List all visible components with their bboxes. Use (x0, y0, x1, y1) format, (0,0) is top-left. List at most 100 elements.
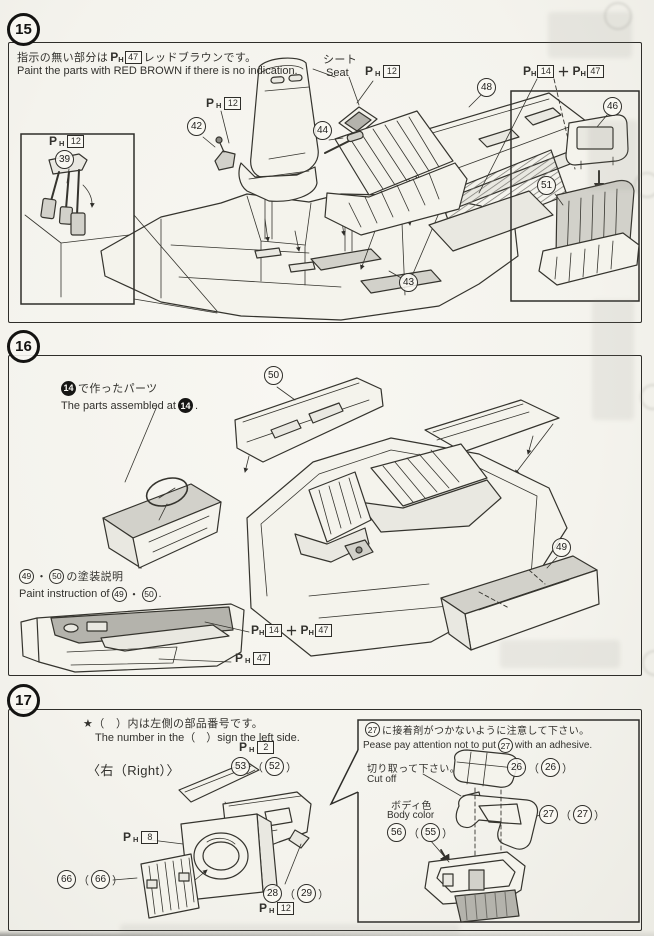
seat-callout: シート Seat (323, 51, 357, 79)
paint-prefix: P (110, 49, 119, 64)
part-number-50: 50 (49, 568, 65, 584)
paint-note-en: Paint instruction of (19, 588, 110, 600)
paint-subscript: H (59, 139, 65, 148)
paint-number: 8 (141, 831, 159, 844)
part-number-53: 53 (231, 757, 250, 776)
step-16-illustration (20, 377, 600, 673)
bucket-seat-drawing (238, 57, 319, 202)
headrest-26-drawing (453, 749, 526, 788)
scan-bleedthrough (500, 640, 620, 668)
paint-number: 47 (586, 65, 604, 78)
scan-bleedthrough (592, 300, 634, 420)
paint-number: 14 (537, 65, 555, 78)
cut-off-en: Cut off (367, 774, 397, 785)
step-16-number: 16 (7, 330, 40, 363)
warn-note-jp: 27 に接着剤がつかないように注意して下さい。 (365, 722, 590, 737)
part-number-26: 26 (507, 758, 526, 777)
step-17-note-en: The number in the（ ）sign the left side. (95, 732, 300, 744)
dot-separator: ・ (36, 571, 48, 583)
paint-prefix: P (123, 830, 132, 844)
paint-subscript: H (269, 906, 275, 915)
paint-prefix: P (206, 96, 215, 110)
speaker-box-drawing (150, 813, 278, 901)
paint-subscript: H (133, 835, 139, 844)
seat-label-en: Seat (326, 67, 349, 79)
paren: （ (284, 888, 295, 901)
part-number-51: 51 (537, 176, 556, 195)
paint-subscript: H (531, 69, 537, 78)
note-en-text: The parts assembled at (61, 399, 176, 412)
paint-number: 12 (224, 97, 242, 110)
dashboard-drawing (102, 477, 222, 569)
paint-prefix: P (572, 64, 581, 78)
plus-sign: ＋ (285, 624, 298, 638)
inset-callout-lines (133, 214, 218, 314)
paint-subscript: H (249, 745, 255, 754)
warn-en-text: with an adhesive. (514, 740, 593, 751)
paint-prefix: P (300, 623, 309, 637)
part-number-26-26: 26（26） (507, 758, 573, 777)
part-number-55: 55 (421, 823, 440, 842)
paint-number: 47 (253, 652, 271, 665)
part-number-50: 50 (264, 366, 283, 385)
seat-label-jp: シート (323, 54, 358, 66)
base-56-drawing (422, 831, 526, 923)
scan-bleedthrough (120, 924, 460, 933)
scan-ghost-ring (604, 2, 632, 30)
paint-note-en: . (158, 588, 162, 600)
paint-number: 14 (265, 624, 283, 637)
scan-bleedthrough (588, 120, 638, 190)
paint-subscript: H (118, 54, 124, 64)
part-number-44: 44 (313, 121, 332, 140)
paint-subscript: H (245, 656, 251, 665)
scan-edge (0, 930, 654, 936)
part-number-50: 50 (141, 586, 157, 602)
note-jp-text: で作ったパーツ (78, 383, 158, 395)
part-number-42: 42 (187, 117, 206, 136)
dot-separator: ・ (128, 589, 140, 601)
part-number-27: 27 (497, 738, 513, 753)
warn-note-en: Pease pay attention not to put 27 with a… (363, 738, 592, 753)
paint-prefix: P (259, 901, 268, 915)
rear-seatback-drawing (428, 149, 568, 252)
paint-prefix: P (235, 651, 244, 665)
part-number-46: 46 (603, 97, 622, 116)
part-number-49: 49 (552, 538, 571, 557)
part-number-29: 29 (297, 884, 316, 903)
paint-prefix: P (49, 134, 58, 148)
paint-number: 47 (124, 50, 142, 64)
frame-27-drawing (455, 794, 546, 850)
part-number-49: 49 (19, 568, 34, 584)
cut-off-jp: 切り取って下さい。 (367, 764, 461, 775)
note-en-text: Paint the parts with RED BROWN if there … (17, 65, 298, 77)
paren: ） (112, 874, 123, 887)
paren: （ (560, 809, 571, 822)
scan-bleedthrough (548, 12, 632, 58)
paint-prefix: P (239, 740, 248, 754)
part-number-28-29: 28（29） (263, 884, 329, 903)
reclined-seat-drawing (324, 106, 468, 236)
right-side-label: 〈右（Right）〉 (87, 763, 180, 778)
warn-jp-text: に接着剤がつかないように注意して下さい。 (382, 726, 590, 737)
note-leader-line (124, 405, 158, 483)
paren: ） (562, 762, 573, 775)
paint-number: 12 (67, 135, 85, 148)
body-color-en: Body color (387, 810, 435, 821)
step-16-panel: 14 で作ったパーツ The parts assembled at 14 . 5… (8, 355, 642, 676)
note-jp-text: 指示の無い部分は (17, 52, 109, 64)
door-panel-paint-drawing (20, 603, 250, 673)
paint-subscript: H (216, 101, 222, 110)
body-color-jp: ボディ色 (391, 801, 432, 812)
part-number-56: 56 (387, 823, 406, 842)
note-jp-text: レッドブラウンです。 (143, 52, 257, 64)
part-number-48: 48 (477, 78, 496, 97)
